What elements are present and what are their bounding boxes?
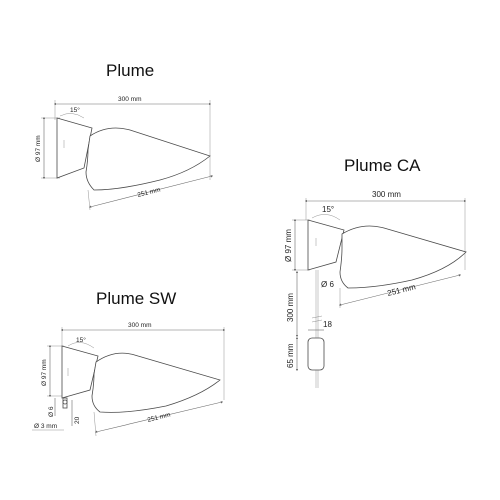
plume-length-dimension-line [88, 175, 214, 208]
plume-ca-cable-diameter-label: Ø 6 [321, 280, 334, 289]
plume-angle-label: 15° [70, 106, 80, 114]
plume-sw-stem-length-label: 20 [74, 416, 81, 424]
plume-ca-width-label: 300 mm [372, 190, 401, 199]
plume-sw-length-label: 251 mm [147, 411, 171, 423]
plume-sw-title: Plume SW [96, 289, 176, 308]
plume-width-label: 300 mm [118, 96, 141, 103]
plume-ca-diameter-label: Ø 97 mm [284, 229, 293, 262]
plume-sw-shade [91, 352, 221, 413]
plume-mount-plate [56, 117, 93, 179]
plume-length-label: 251 mm [137, 186, 161, 198]
plume-ca-title: Plume CA [344, 156, 421, 175]
plume-ca-switch-box [307, 337, 325, 371]
plume-sw-diameter-label: Ø 97 mm [41, 359, 48, 386]
plume-ca-cable-length-label: 300 mm [286, 293, 295, 322]
plume-ca-box-depth-label: 18 [323, 320, 332, 329]
plume-ca-shade [339, 225, 467, 289]
plume-sw-stem-diameter-label: Ø 6 [48, 406, 55, 417]
plume-ca-angle-label: 15° [322, 205, 334, 214]
plume-ca-length-dimension-line [338, 274, 462, 306]
plume-ca-mount-plate [307, 219, 345, 271]
plume-sw-angle-label: 15° [76, 336, 86, 344]
plume-sw-pin-diameter-label: Ø 3 mm [34, 423, 57, 430]
plume-sw-width-label: 300 mm [128, 322, 151, 329]
plume-diameter-label: Ø 97 mm [35, 135, 42, 162]
plume-title: Plume [106, 61, 154, 80]
plume-sw-mount-plate [61, 345, 99, 399]
plume-ca-drawing: Plume CA 300 mm 15° Ø 97 mm Ø 6 300 mm 1… [284, 156, 467, 388]
plume-ca-box-height-label: 65 mm [286, 343, 295, 368]
plume-sw-length-dimension-line [94, 401, 224, 433]
plume-drawing: Plume 300 mm 15° Ø 97 mm 251 mm [35, 61, 214, 211]
plume-sw-drawing: Plume SW 300 mm 15° Ø 97 mm Ø 6 20 Ø 3 m… [32, 289, 226, 437]
plume-shade [85, 127, 211, 191]
plume-sw-pin [62, 399, 68, 405]
